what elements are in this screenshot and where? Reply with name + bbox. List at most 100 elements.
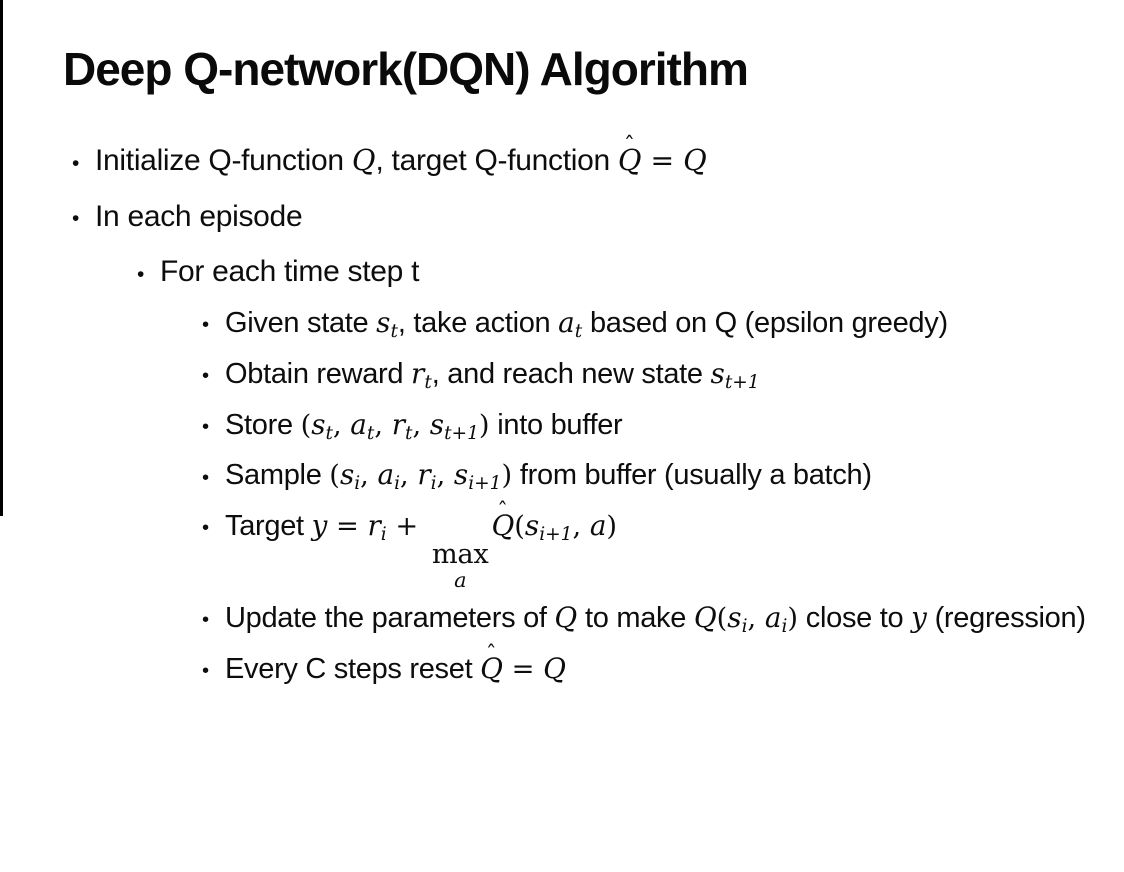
- text-segment: i+1: [539, 524, 573, 546]
- bullet-text: Sample (si, ai, ri, si+1) from buffer (u…: [225, 453, 1124, 499]
- text-segment: , take action: [397, 306, 559, 339]
- text-segment: a: [377, 458, 395, 492]
- bullet-item: • Every C steps reset Q = Q: [202, 638, 1124, 693]
- bullet-icon: •: [202, 364, 209, 387]
- bullet-item: • Obtain reward rt, and reach new state s…: [202, 352, 1124, 398]
- text-segment: i: [354, 473, 361, 495]
- text-segment: ,: [412, 409, 430, 441]
- text-segment: to make: [577, 602, 694, 635]
- math-q-hat: Q: [491, 495, 514, 548]
- text-segment: s: [727, 601, 742, 635]
- bullet-icon: •: [202, 466, 209, 489]
- bullet-text: Initialize Q-function Q, target Q-functi…: [95, 132, 1124, 181]
- text-segment: , target Q-function: [375, 144, 618, 178]
- text-segment: (: [329, 460, 340, 492]
- text-segment: s: [710, 356, 725, 390]
- text-segment: s: [376, 305, 391, 339]
- text-segment: ,: [332, 409, 351, 441]
- text-segment: s: [339, 458, 355, 492]
- text-segment: (: [300, 409, 312, 441]
- text-segment: ): [606, 511, 618, 543]
- text-segment: t: [424, 371, 432, 393]
- math-q-hat: Q: [480, 638, 503, 691]
- bullet-text: For each time step t: [160, 252, 1124, 292]
- bullet-text: Store (st, at, rt, st+1) into buffer: [225, 403, 1124, 449]
- bullet-icon: •: [202, 660, 209, 683]
- bullet-item: • In each episode: [72, 197, 1124, 237]
- text-segment: i: [394, 473, 401, 495]
- text-segment: For each time step t: [160, 255, 420, 289]
- text-segment: =: [502, 654, 544, 686]
- text-segment: ,: [436, 460, 454, 492]
- text-segment: r: [391, 407, 405, 441]
- text-segment: Every C steps reset: [225, 653, 481, 686]
- text-segment: ): [787, 603, 799, 635]
- text-segment: i: [430, 473, 437, 495]
- text-segment: In each episode: [95, 199, 303, 233]
- left-edge-line: [0, 0, 3, 516]
- text-segment: ,: [747, 603, 765, 635]
- text-segment: (regression): [926, 602, 1086, 635]
- max-under-variable: a: [454, 568, 467, 593]
- text-segment: Q: [543, 652, 566, 686]
- text-segment: r: [411, 356, 425, 390]
- bullet-text: In each episode: [95, 197, 1124, 237]
- bullet-list: •Initialize Q-function Q, target Q-funct…: [0, 132, 1124, 693]
- text-segment: +: [386, 511, 427, 543]
- bullet-text: Obtain reward rt, and reach new state st…: [225, 352, 1124, 398]
- text-segment: Given state: [225, 306, 377, 339]
- text-segment: Target: [225, 510, 312, 543]
- text-segment: a: [350, 407, 367, 441]
- text-segment: Store: [225, 408, 301, 441]
- text-segment: a: [764, 601, 782, 635]
- bullet-icon: •: [72, 207, 80, 231]
- bullet-item: •Initialize Q-function Q, target Q-funct…: [72, 132, 1124, 181]
- text-segment: ,: [374, 409, 392, 441]
- bullet-item: •Given state st, take action at based on…: [202, 301, 1124, 347]
- max-word: max: [431, 538, 489, 570]
- text-segment: (: [514, 511, 525, 543]
- text-segment: Obtain reward: [225, 357, 411, 390]
- bullet-text: Given state st, take action at based on …: [225, 301, 1124, 347]
- text-segment: Update the parameters of: [225, 602, 555, 635]
- text-segment: =: [641, 144, 684, 178]
- text-segment: ,: [360, 460, 378, 492]
- text-segment: ): [478, 409, 490, 441]
- math-q-hat: Q: [618, 132, 642, 179]
- text-segment: i+1: [468, 473, 502, 495]
- text-segment: t: [366, 422, 375, 444]
- text-segment: s: [453, 458, 469, 492]
- text-segment: ,: [400, 460, 418, 492]
- slide-title: Deep Q-network(DQN) Algorithm: [63, 43, 749, 95]
- bullet-text: Update the parameters of Q to make Q(si,…: [225, 596, 1124, 642]
- text-segment: Sample: [225, 459, 330, 492]
- text-segment: Q: [554, 601, 578, 635]
- text-segment: based on Q (epsilon greedy): [582, 306, 948, 339]
- text-segment: s: [429, 407, 445, 441]
- bullet-item: •Sample (si, ai, ri, si+1) from buffer (…: [202, 453, 1124, 499]
- bullet-item: •For each time step t: [137, 252, 1124, 292]
- text-segment: =: [327, 511, 368, 543]
- text-segment: ): [501, 460, 513, 492]
- bullet-icon: •: [202, 517, 209, 540]
- text-segment: y: [311, 509, 328, 543]
- text-segment: Initialize Q-function: [95, 144, 352, 178]
- bullet-item: •Update the parameters of Q to make Q(si…: [202, 596, 1124, 642]
- text-segment: r: [417, 458, 431, 492]
- text-segment: ,: [572, 511, 590, 543]
- text-segment: i: [380, 524, 387, 546]
- text-segment: s: [311, 407, 326, 441]
- text-segment: a: [589, 509, 607, 543]
- text-segment: t: [405, 422, 413, 444]
- text-segment: , and reach new state: [431, 357, 711, 390]
- text-segment: close to: [798, 602, 912, 635]
- text-segment: from buffer (usually a batch): [512, 459, 872, 492]
- text-segment: r: [367, 509, 381, 543]
- bullet-icon: •: [202, 415, 209, 438]
- text-segment: t+1: [724, 371, 760, 393]
- text-segment: t: [325, 422, 333, 444]
- bullet-text: Every C steps reset Q = Q: [225, 638, 1124, 693]
